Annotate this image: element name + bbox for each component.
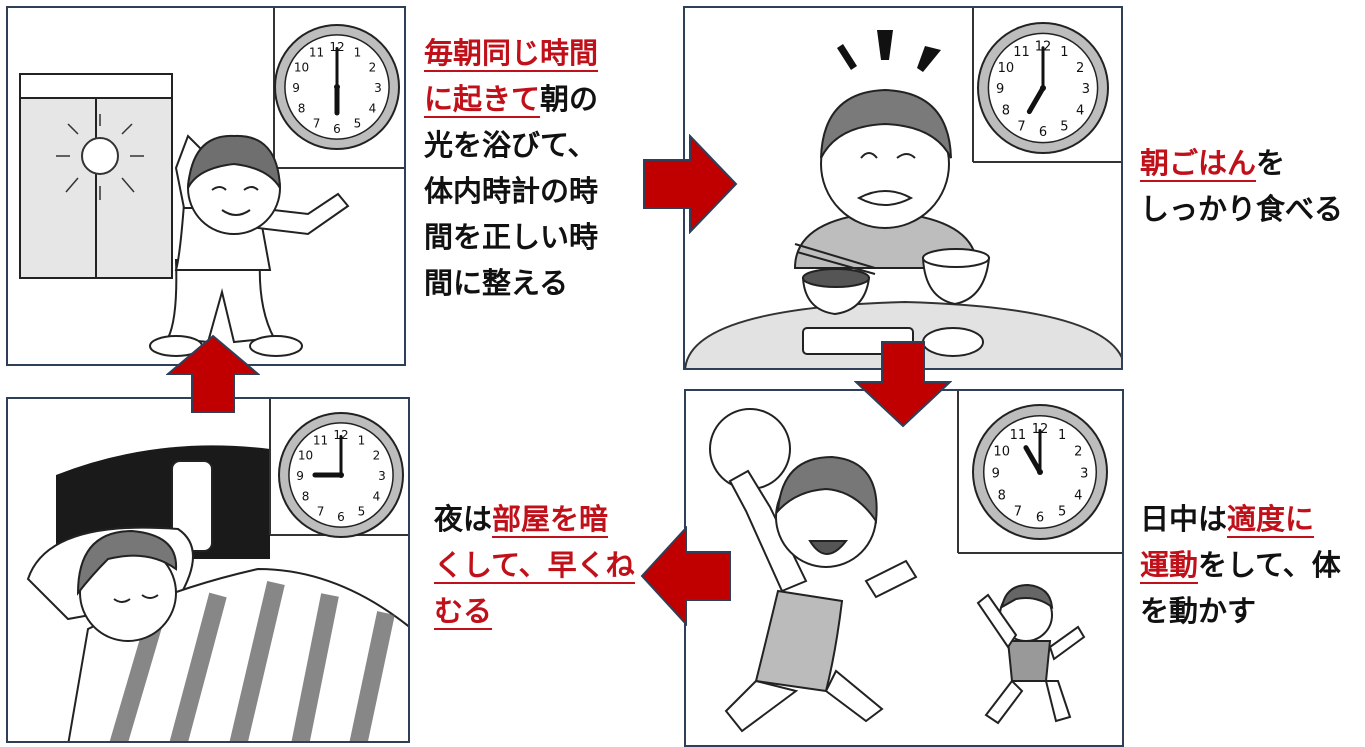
clock-number: 11 — [309, 46, 324, 60]
sleep-illustration — [26, 399, 408, 741]
caption-text: しっかり食べる — [1140, 192, 1344, 226]
caption-text: 日中は — [1140, 502, 1228, 536]
clock-number: 10 — [993, 444, 1010, 459]
clock-number: 9 — [992, 466, 1000, 481]
clock-number: 1 — [354, 46, 362, 60]
clock-number: 8 — [302, 489, 310, 503]
arrow-icon — [854, 341, 952, 428]
caption-text: を — [1256, 146, 1286, 180]
clock-hour-hand — [1023, 445, 1043, 475]
caption-sleep: 夜は部屋を暗 くして、早くね むる — [434, 496, 635, 634]
clock-number: 5 — [354, 116, 362, 130]
clock-number: 3 — [1082, 82, 1090, 97]
clock-number: 5 — [1058, 505, 1066, 520]
exercise-illustration — [709, 391, 1122, 733]
clock-number: 11 — [1010, 428, 1027, 443]
clock-number: 7 — [1017, 119, 1025, 134]
clock-number: 7 — [1014, 505, 1022, 520]
clock-number: 11 — [313, 434, 328, 448]
caption-highlight: むる — [434, 594, 493, 630]
clock-number: 10 — [298, 449, 313, 463]
clock-number: 9 — [996, 82, 1004, 97]
caption-text: 朝の — [540, 82, 599, 116]
girl-icon — [724, 455, 918, 733]
caption-highlight: 毎朝同じ時間 — [424, 36, 599, 72]
caption-exercise: 日中は適度に 運動をして、体 を動かす — [1140, 496, 1341, 634]
girl-icon — [76, 529, 178, 642]
caption-text: 間を正しい時 — [424, 220, 599, 254]
wake-illustration — [19, 8, 404, 357]
clock-number: 1 — [358, 434, 366, 448]
clock-number: 7 — [317, 504, 325, 518]
caption-highlight: 適度に — [1227, 502, 1315, 538]
clock-number: 1 — [1060, 45, 1068, 60]
clock-number: 9 — [292, 81, 300, 95]
clock-hour-hand — [1026, 85, 1046, 115]
clock-number: 1 — [1058, 428, 1066, 443]
clock-number: 8 — [998, 488, 1006, 503]
caption-highlight: に起きて — [424, 82, 541, 118]
caption-text: 体内時計の時 — [424, 174, 599, 208]
clock-number: 6 — [337, 510, 345, 524]
caption-text: 光を浴びて、 — [424, 128, 597, 162]
clock-number: 3 — [1080, 466, 1088, 481]
arrow-icon — [166, 334, 260, 413]
clock-number: 12 — [333, 428, 348, 442]
caption-text: 間に整える — [424, 266, 569, 300]
clock-number: 5 — [1060, 119, 1068, 134]
panel-exercise — [684, 389, 1124, 747]
breakfast-illustration — [685, 8, 1121, 368]
clock-number: 4 — [1076, 104, 1084, 119]
clock-number: 4 — [1074, 488, 1082, 503]
clock-number: 10 — [294, 61, 309, 75]
arrow-icon — [643, 134, 738, 234]
panel-sleep — [6, 397, 410, 743]
clock-center — [1037, 469, 1043, 475]
arrow-icon — [640, 526, 731, 626]
clock-number: 11 — [1013, 45, 1030, 60]
caption-highlight: 運動 — [1140, 548, 1199, 584]
clock-number: 8 — [1002, 104, 1010, 119]
rice-bowl-icon — [921, 248, 991, 306]
caption-text: をして、体 — [1198, 548, 1341, 582]
clock-number: 8 — [298, 101, 306, 115]
clock-number: 2 — [373, 449, 381, 463]
clock-number: 3 — [378, 469, 386, 483]
clock-number: 3 — [374, 81, 382, 95]
clock-number: 6 — [1039, 125, 1047, 140]
caption-highlight: 部屋を暗 — [492, 502, 609, 538]
clock-number: 2 — [1074, 444, 1082, 459]
caption-text: 夜は — [434, 502, 493, 536]
clock-center — [1040, 85, 1046, 91]
clock-number: 6 — [1036, 511, 1044, 526]
boy-icon — [976, 583, 1086, 725]
caption-highlight: くして、早くね — [434, 548, 635, 584]
clock-number: 7 — [313, 116, 321, 130]
sun-icon — [56, 114, 144, 200]
caption-wake: 毎朝同じ時間 に起きて朝の 光を浴びて、 体内時計の時 間を正しい時 間に整える — [424, 30, 598, 306]
clock-number: 9 — [296, 469, 304, 483]
caption-breakfast: 朝ごはんを しっかり食べる — [1140, 140, 1343, 232]
clock-number: 5 — [358, 504, 366, 518]
clock-center — [334, 84, 340, 90]
clock-number: 12 — [329, 40, 344, 54]
girl-icon — [149, 134, 350, 357]
caption-highlight: 朝ごはん — [1140, 146, 1257, 182]
clock-number: 2 — [1076, 61, 1084, 76]
clock-number: 6 — [333, 122, 341, 136]
clock-number: 2 — [369, 61, 377, 75]
clock-number: 10 — [998, 61, 1015, 76]
caption-text: を動かす — [1140, 594, 1257, 628]
clock-center — [338, 472, 344, 478]
clock-number: 4 — [373, 489, 381, 503]
girl-icon — [793, 88, 979, 269]
clock-number: 4 — [369, 101, 377, 115]
